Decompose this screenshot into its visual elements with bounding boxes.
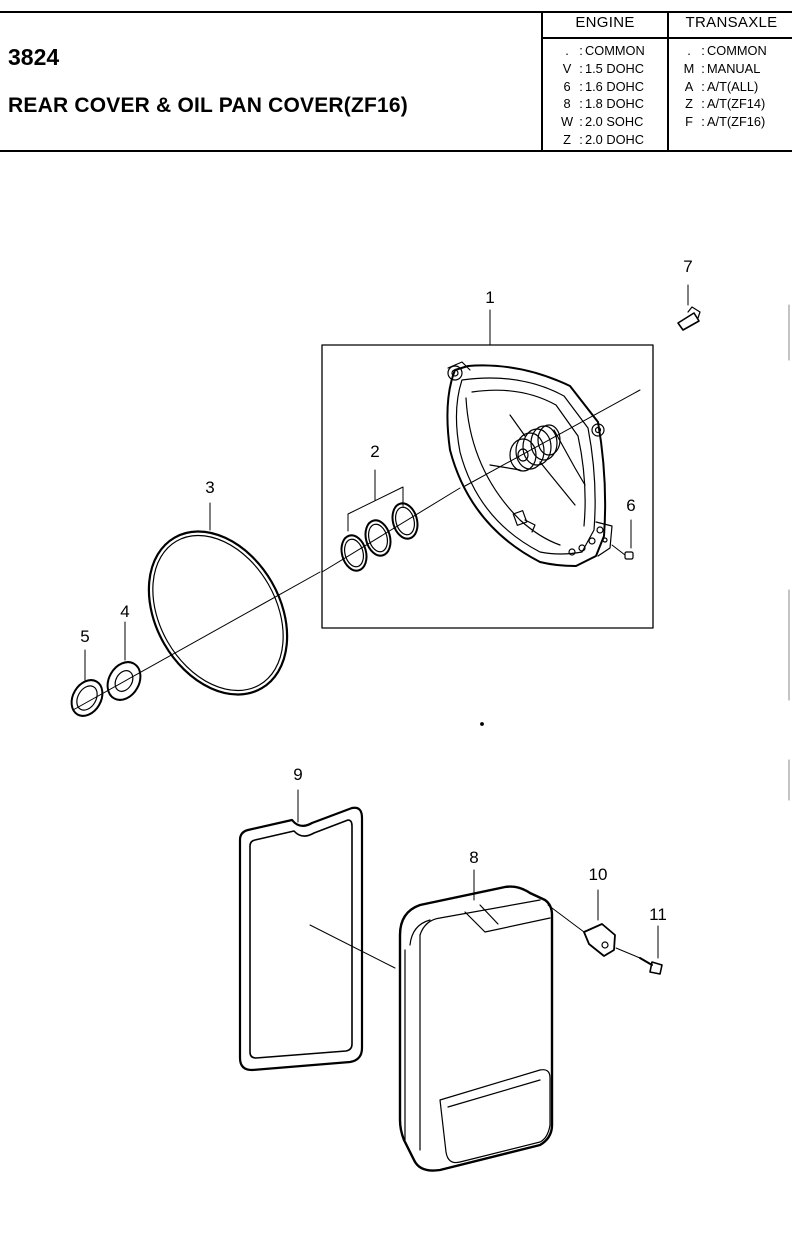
clamp-bracket <box>547 889 616 957</box>
clamp-bolt <box>615 925 663 975</box>
callout-2: 2 <box>370 442 379 461</box>
transaxle-row: .:COMMON <box>687 43 767 58</box>
stray-dot <box>480 722 484 726</box>
engine-row: 6:1.6 DOHC <box>563 78 645 94</box>
engine-row: V:1.5 DOHC <box>562 60 645 76</box>
callout-7: 7 <box>683 257 692 276</box>
transaxle-row: A:A/T(ALL) <box>684 78 759 94</box>
transaxle-legend: TRANSAXLE .:COMMON M:MANUAL A:A/T(ALL) Z… <box>667 11 792 150</box>
seal-rings <box>340 469 419 572</box>
transaxle-heading: TRANSAXLE <box>669 11 792 39</box>
engine-row: .:COMMON <box>565 43 645 58</box>
transaxle-row: M:MANUAL <box>683 60 761 76</box>
section-code: 3824 <box>8 44 60 70</box>
callout-3: 3 <box>205 478 214 497</box>
callout-5: 5 <box>80 627 89 646</box>
callout-11: 11 <box>649 905 667 924</box>
drain-plug <box>611 519 634 560</box>
callout-1: 1 <box>485 288 494 307</box>
exploded-parts-diagram: 1 2 3 4 5 6 7 8 9 10 11 <box>70 257 790 1172</box>
callout-4: 4 <box>120 602 129 621</box>
transaxle-row: Z:A/T(ZF14) <box>685 96 766 112</box>
rear-cover <box>446 361 613 567</box>
engine-row: Z:2.0 DOHC <box>563 131 645 147</box>
assembly-axis-line <box>72 389 641 711</box>
engine-heading: ENGINE <box>543 11 667 39</box>
engine-row: W:2.0 SOHC <box>560 114 644 130</box>
page-header: 3824 REAR COVER & OIL PAN COVER(ZF16) EN… <box>0 0 792 153</box>
washer-small <box>70 649 104 717</box>
transaxle-row: F:A/T(ZF16) <box>685 114 766 130</box>
header-bottom-rule <box>0 150 792 152</box>
rear-cover-group-box <box>321 344 654 629</box>
callout-8: 8 <box>469 848 478 867</box>
page-title: REAR COVER & OIL PAN COVER(ZF16) <box>8 94 408 117</box>
engine-legend: ENGINE .:COMMON V:1.5 DOHC 6:1.6 DOHC 8:… <box>541 11 667 150</box>
o-ring <box>147 502 289 696</box>
engine-row: 8:1.8 DOHC <box>563 96 645 112</box>
header-top-rule <box>0 11 792 13</box>
oil-pan <box>398 869 554 1172</box>
callout-10: 10 <box>589 865 608 884</box>
washer-large <box>106 621 142 701</box>
cover-bolt <box>677 284 701 331</box>
oil-pan-gasket <box>238 789 396 1072</box>
callout-6: 6 <box>626 496 635 515</box>
callout-9: 9 <box>293 765 302 784</box>
legend-table: ENGINE .:COMMON V:1.5 DOHC 6:1.6 DOHC 8:… <box>541 11 792 150</box>
